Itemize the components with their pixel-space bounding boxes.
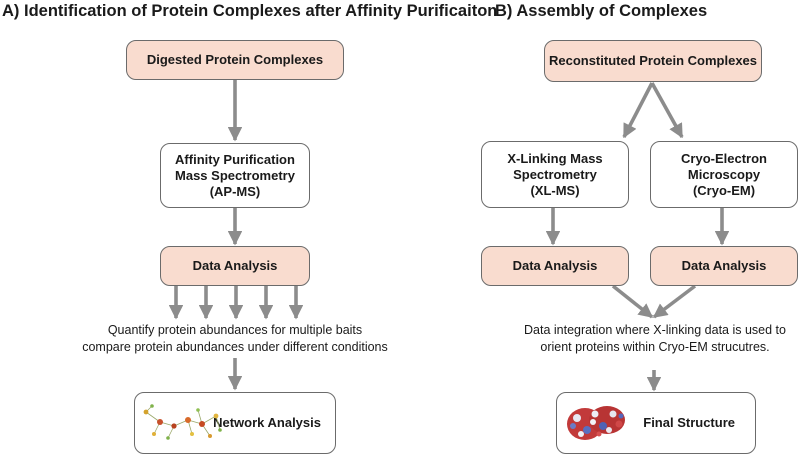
note-quantify: Quantify protein abundances for multiple… <box>82 323 388 354</box>
box-xl-ms-label: X-Linking Mass Spectrometry (XL-MS) <box>507 150 603 198</box>
box-data-analysis-a: Data Analysis <box>160 246 310 286</box>
box-reconstituted-protein-complexes: Reconstituted Protein Complexes <box>544 40 762 82</box>
arrow-reconstituted-to-xlms <box>622 82 654 139</box>
panel-b-title: B) Assembly of Complexes <box>495 2 708 20</box>
arrow-left-analysis-to-integration <box>611 284 654 319</box>
box-reconstituted-label: Reconstituted Protein Complexes <box>548 53 758 68</box>
box-final-label: Final Structure <box>643 415 735 430</box>
box-data-analysis-a-label: Data Analysis <box>192 258 278 273</box>
box-network-label: Network Analysis <box>213 415 321 430</box>
box-network-analysis: Network Analysis <box>134 392 336 454</box>
box-xl-ms: X-Linking Mass Spectrometry (XL-MS) <box>481 141 629 208</box>
note-data-integration: Data integration where X-linking data is… <box>524 323 786 354</box>
box-ap-ms: Affinity Purification Mass Spectrometry … <box>160 143 310 208</box>
box-digested-protein-complexes: Digested Protein Complexes <box>126 40 344 80</box>
protein-structure-image <box>567 406 625 440</box>
box-data-analysis-b-right: Data Analysis <box>650 246 798 286</box>
box-cryo-em: Cryo-Electron Microscopy (Cryo-EM) <box>650 141 798 208</box>
box-data-analysis-b-left-label: Data Analysis <box>512 258 598 273</box>
arrow-reconstituted-to-cryoem <box>650 82 684 139</box>
box-data-analysis-b-right-label: Data Analysis <box>681 258 767 273</box>
box-cryo-em-label: Cryo-Electron Microscopy (Cryo-EM) <box>681 150 767 198</box>
network-graph-image <box>143 404 222 440</box>
box-data-analysis-b-left: Data Analysis <box>481 246 629 286</box>
panel-a-title: A) Identification of Protein Complexes a… <box>2 2 498 20</box>
box-digested-label: Digested Protein Complexes <box>146 52 324 67</box>
arrow-right-analysis-to-integration <box>652 284 697 319</box>
box-ap-ms-label: Affinity Purification Mass Spectrometry … <box>175 151 295 199</box>
